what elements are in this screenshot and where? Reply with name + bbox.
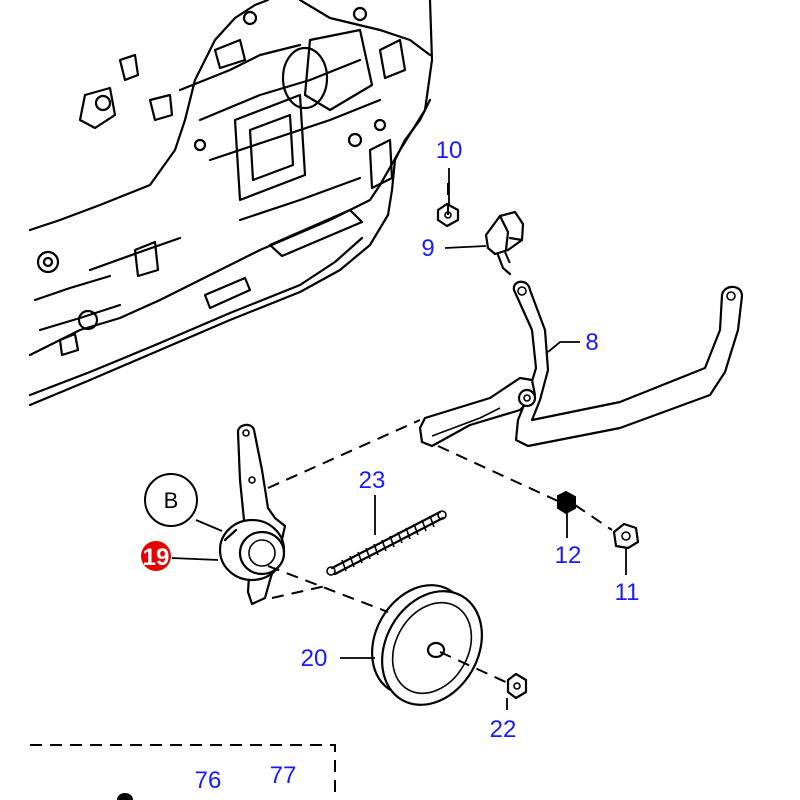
part-20-pulley xyxy=(371,584,483,706)
part-label-19[interactable]: 19 xyxy=(143,544,170,571)
part-8-regulator-arm xyxy=(418,280,744,448)
reference-label-b: B xyxy=(164,488,179,513)
part-label-23[interactable]: 23 xyxy=(359,467,386,494)
part-label-8[interactable]: 8 xyxy=(585,329,598,356)
part-label-11[interactable]: 11 xyxy=(615,579,640,606)
reference-b-callout[interactable]: B xyxy=(144,473,198,527)
part-19-bracket xyxy=(218,423,287,606)
part-label-20[interactable]: 20 xyxy=(301,645,328,672)
part-11-nut xyxy=(612,522,640,550)
part-label-76[interactable]: 76 xyxy=(195,767,222,794)
leader-lines xyxy=(171,168,627,710)
door-inner-panel xyxy=(28,0,434,407)
part-22-bolt xyxy=(506,672,528,700)
reference-circle xyxy=(144,473,198,527)
part-label-22[interactable]: 22 xyxy=(490,716,517,743)
part-label-12[interactable]: 12 xyxy=(555,542,582,569)
part-label-9[interactable]: 9 xyxy=(421,235,434,262)
part-23-spring xyxy=(326,510,447,576)
assembly-lines xyxy=(267,180,613,685)
part-label-10[interactable]: 10 xyxy=(436,137,463,164)
highlight-badge xyxy=(141,541,171,571)
part-9-roller xyxy=(484,210,525,276)
part-label-19-highlight[interactable]: 19 xyxy=(141,541,171,571)
part-12-nut xyxy=(557,490,576,515)
part-label-77[interactable]: 77 xyxy=(270,762,297,789)
reference-box xyxy=(30,744,336,800)
